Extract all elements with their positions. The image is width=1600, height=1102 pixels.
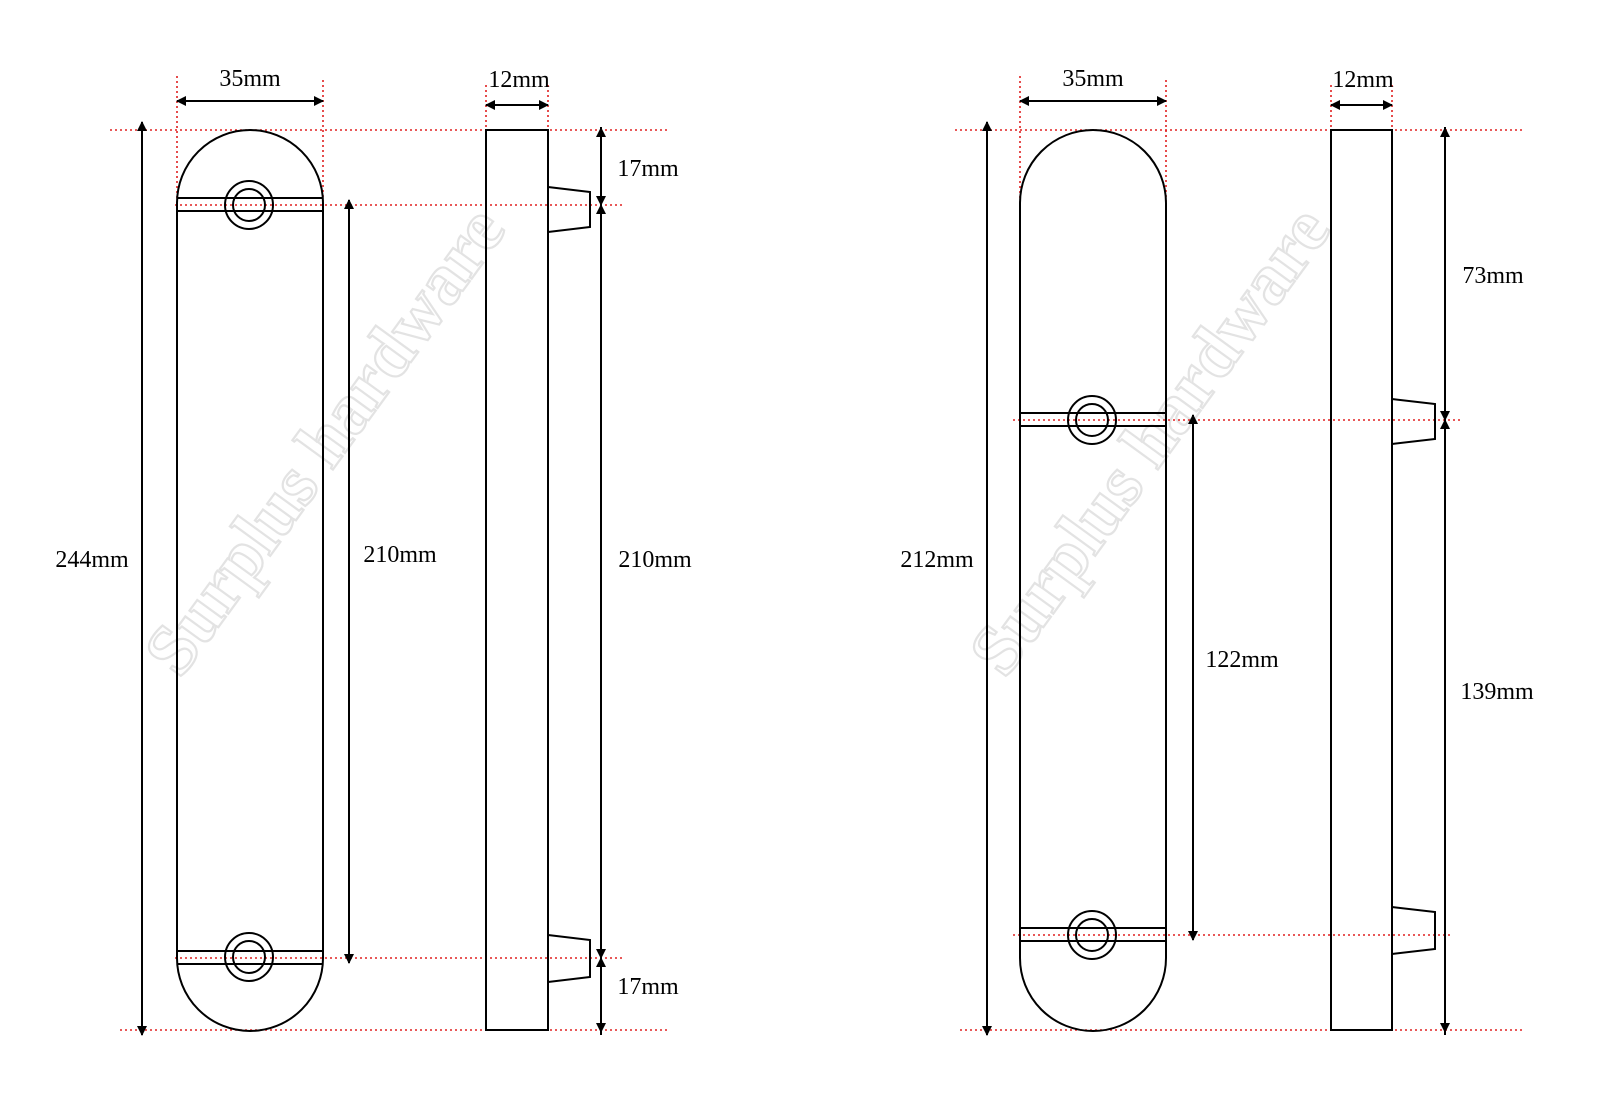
spacing-label: 122mm <box>1205 647 1279 673</box>
side-profile <box>485 129 549 1031</box>
dim-right-hole-spacing: 122mm <box>1188 414 1279 941</box>
screw-hole-icon <box>224 932 274 982</box>
thickness-label: 12mm <box>1332 67 1394 93</box>
dim-right-thickness: 12mm <box>1330 67 1394 110</box>
right-front-view <box>1019 129 1167 1032</box>
dim-left-hole-spacing: 210mm <box>344 199 437 964</box>
height-label: 212mm <box>900 547 974 573</box>
height-label: 244mm <box>55 547 129 573</box>
width-label: 35mm <box>1062 66 1124 92</box>
plate-outline <box>1019 129 1167 1032</box>
screw-hole-inner <box>1075 918 1109 952</box>
top-offset-label: 17mm <box>617 156 679 182</box>
watermark-text: Surplus hardware <box>128 192 520 689</box>
dim-left-side-vertical: 17mm 210mm 17mm <box>596 127 692 1035</box>
dim-left-width: 35mm <box>176 66 324 106</box>
upper-boss <box>1391 398 1436 445</box>
screw-hole-inner <box>1075 403 1109 437</box>
watermark-left: Surplus hardware <box>127 191 521 691</box>
watermark-text: Surplus hardware <box>953 192 1345 689</box>
left-front-view <box>176 129 324 1032</box>
side-profile <box>1330 129 1393 1031</box>
left-guides <box>110 76 670 1031</box>
screw-hole-inner <box>232 940 266 974</box>
right-side-view <box>1330 129 1436 1031</box>
dim-left-thickness: 12mm <box>485 67 550 110</box>
left-plate: 35mm 244mm 210mm 12mm 17mm 210mm <box>55 66 692 1036</box>
left-side-view <box>485 129 591 1031</box>
bottom-boss <box>547 934 591 983</box>
dim-right-side-vertical: 73mm 139mm <box>1440 127 1534 1035</box>
screw-hole-icon <box>1067 395 1117 445</box>
plate-outline <box>176 129 324 1032</box>
bottom-offset-label: 17mm <box>617 974 679 1000</box>
width-label: 35mm <box>219 66 281 92</box>
top-boss <box>547 186 591 233</box>
lower-boss <box>1391 906 1436 955</box>
bottom-offset-label: 139mm <box>1460 679 1534 705</box>
dim-left-total-height: 244mm <box>55 121 147 1036</box>
dim-right-total-height: 212mm <box>900 121 992 1036</box>
top-offset-label: 73mm <box>1462 263 1524 289</box>
center-distance-label: 210mm <box>618 547 692 573</box>
screw-hole-inner <box>232 188 266 222</box>
dim-right-width: 35mm <box>1019 66 1167 106</box>
thickness-label: 12mm <box>488 67 550 93</box>
screw-hole-icon <box>224 180 274 230</box>
spacing-label: 210mm <box>363 542 437 568</box>
right-plate: 35mm 212mm 122mm 12mm 73mm 139mm <box>900 66 1534 1036</box>
watermark-right: Surplus hardware <box>952 191 1346 691</box>
screw-hole-icon <box>1067 910 1117 960</box>
